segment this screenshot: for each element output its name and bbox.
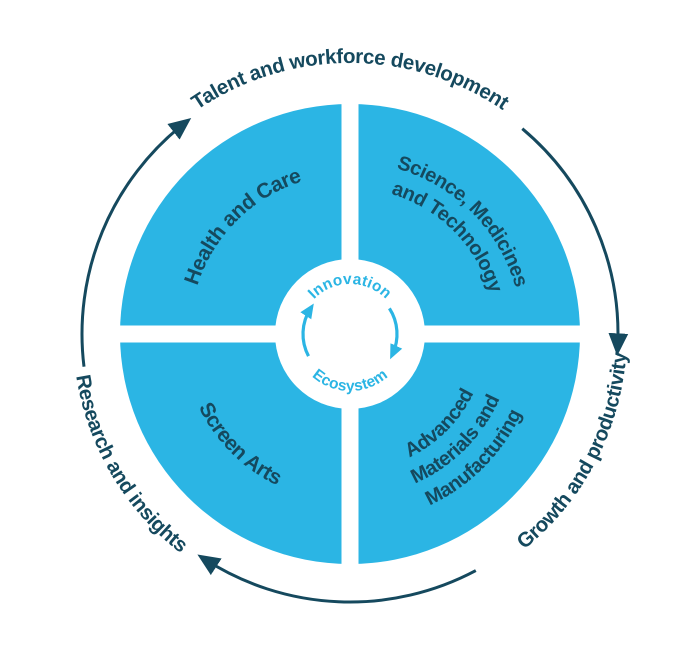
- cycle-arrow-right-icon: [388, 307, 403, 360]
- center-circle: [275, 259, 425, 409]
- outer-ring-arrows: [80, 117, 629, 604]
- flow-arrow-right-icon: [521, 127, 629, 356]
- flow-arrow-bottom-icon: [197, 554, 477, 604]
- quadrant-disc: [115, 100, 585, 570]
- flow-arrow-top-left-icon: [80, 117, 192, 367]
- cycle-arrow-left-icon: [300, 303, 314, 357]
